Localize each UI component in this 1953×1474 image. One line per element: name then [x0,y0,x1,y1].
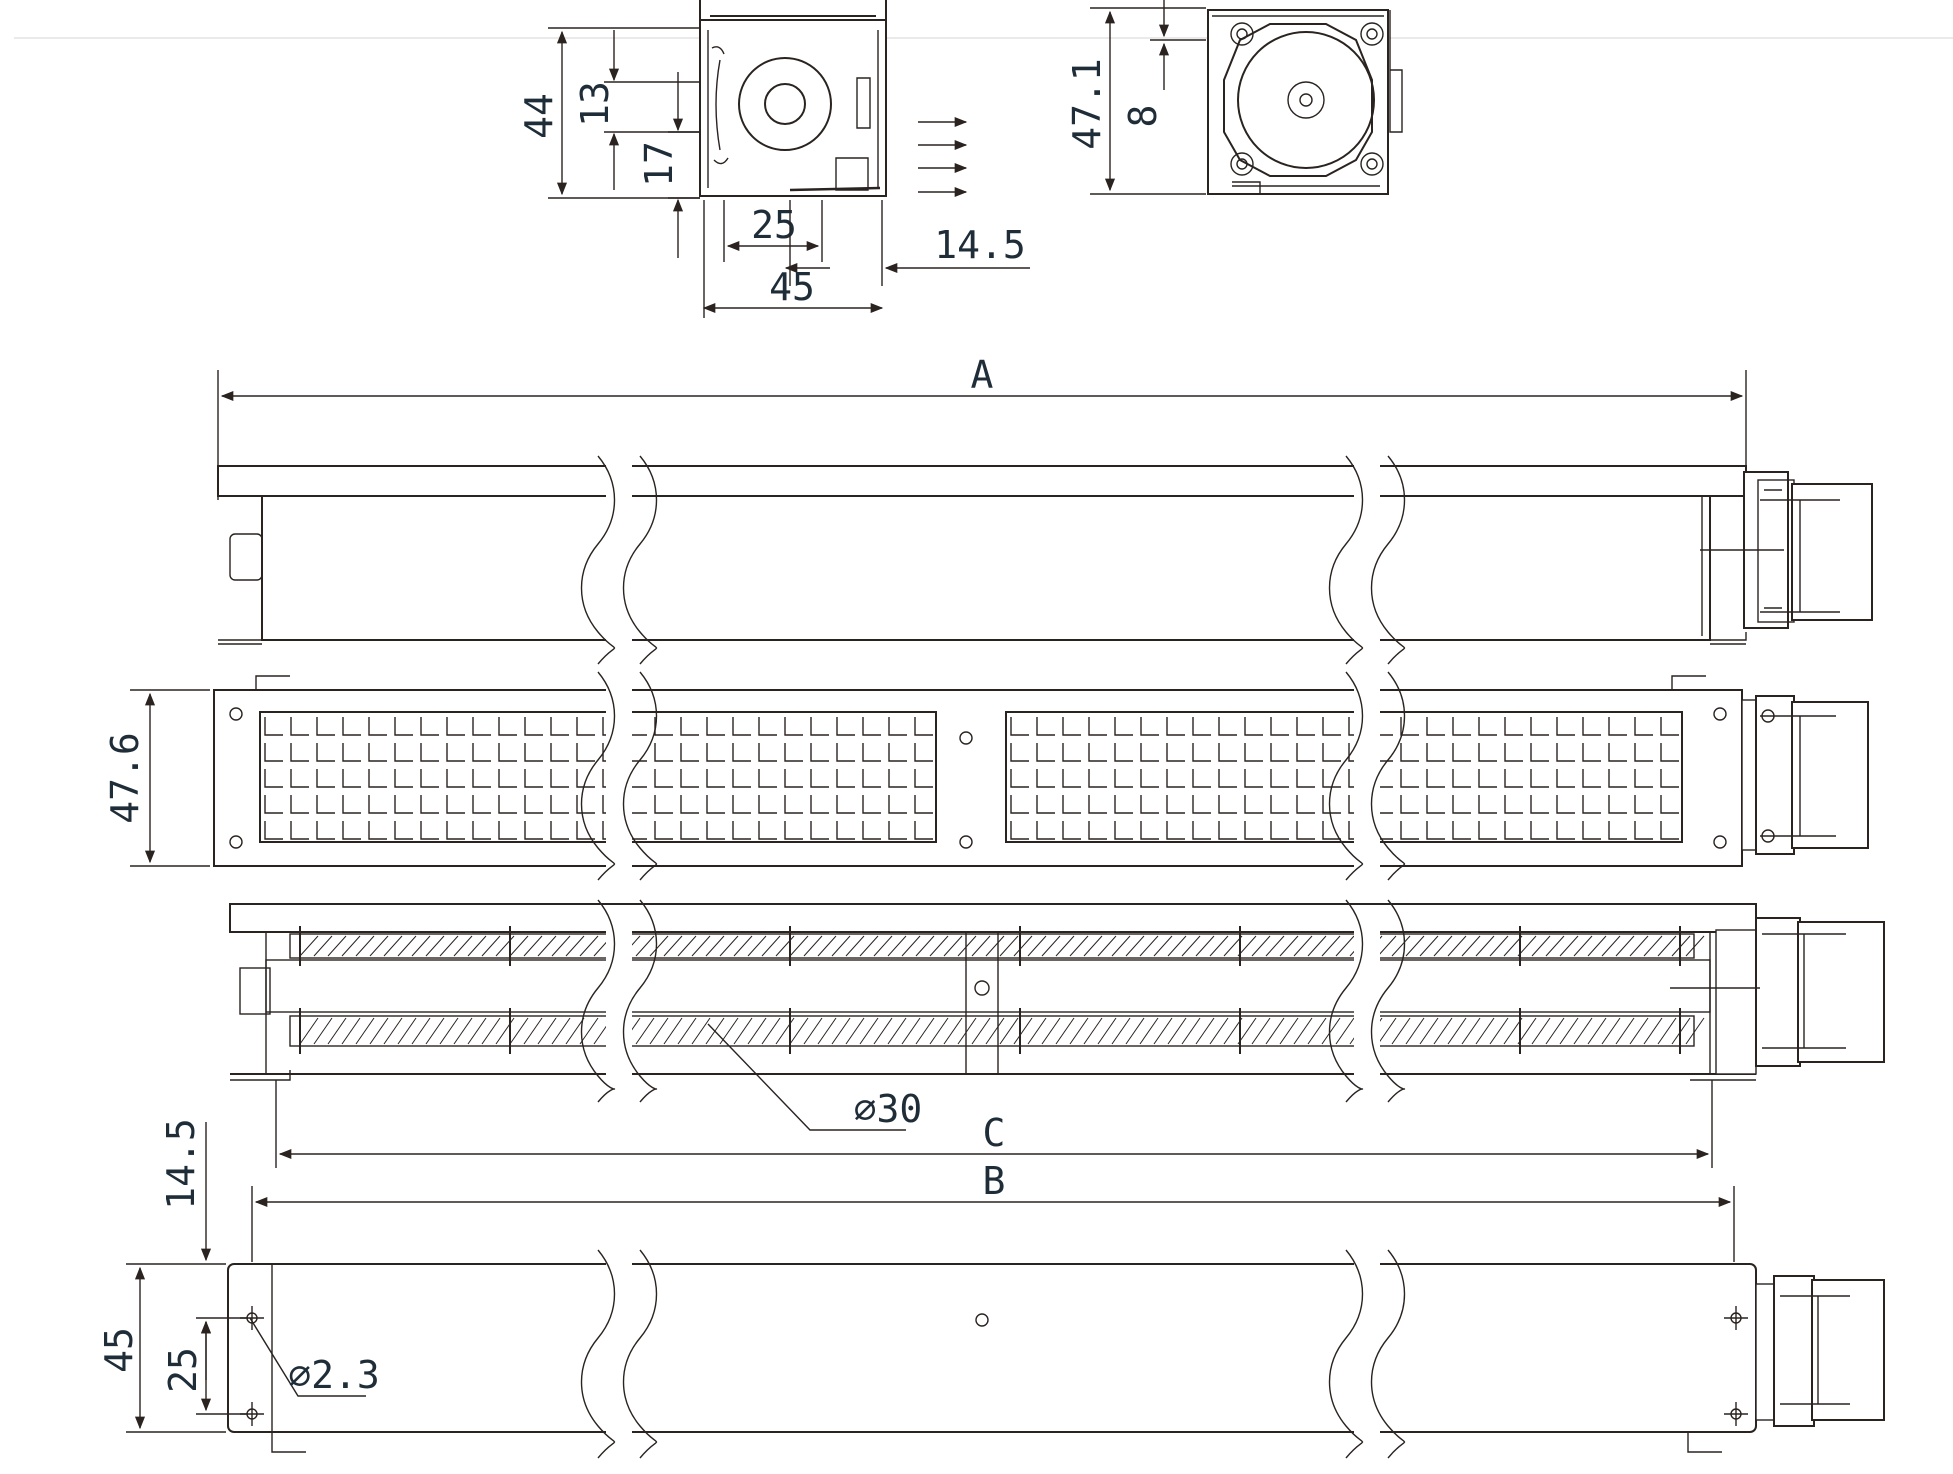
dim-label-b: B [983,1159,1006,1203]
dim-14-5-end: 14.5 [934,223,1026,267]
dim-dia-30: ⌀30 [854,1087,923,1131]
impeller-view: ⌀30 C [229,903,1885,1168]
mount-hole [1724,1402,1748,1426]
dim-label-a: A [971,353,994,397]
bottom-view-motor [1755,1275,1885,1427]
side-view-motor [1700,471,1873,629]
impeller-top-rail [229,903,1757,933]
dim-8: 8 [1121,105,1165,128]
grille-mesh-left [259,711,937,843]
dim-44: 44 [517,93,561,139]
dim-25: 25 [751,203,797,247]
dim-label-c: C [983,1111,1006,1155]
dim-47-1: 47.1 [1065,58,1109,150]
end-view-bearing-ring [738,57,832,151]
side-view: A [217,353,1873,645]
impeller-view-motor [1670,917,1885,1075]
dim-47-6: 47.6 [103,732,147,824]
bottom-view: B ⌀2.3 14.5 45 25 [97,1118,1885,1453]
bottom-view-base [227,1263,1757,1433]
grille-view: 47.6 [103,675,1869,867]
grille-mesh-right [1005,711,1683,843]
dim-dia-2-3: ⌀2.3 [288,1353,380,1397]
motor-rotor-circle [1237,31,1375,169]
grille-view-motor [1741,695,1869,855]
impeller-center-hole [974,980,990,996]
break-lines [580,455,1406,1459]
dim-45-bottom: 45 [97,1327,141,1373]
dim-17: 17 [637,141,681,187]
end-view: 44 13 17 25 14.5 45 [517,0,1030,318]
impeller-blades-lower [289,1008,1705,1054]
motor-view: 47.1 8 [1065,0,1403,195]
dim-25-bottom: 25 [161,1347,205,1393]
end-view-housing [699,19,887,197]
side-view-top-rail [217,465,1747,497]
mount-hole [1724,1306,1748,1330]
dim-14-5-bottom: 14.5 [159,1118,203,1210]
dim-13: 13 [573,81,617,127]
grille-panel [213,689,1743,867]
dim-45-end: 45 [769,265,815,309]
